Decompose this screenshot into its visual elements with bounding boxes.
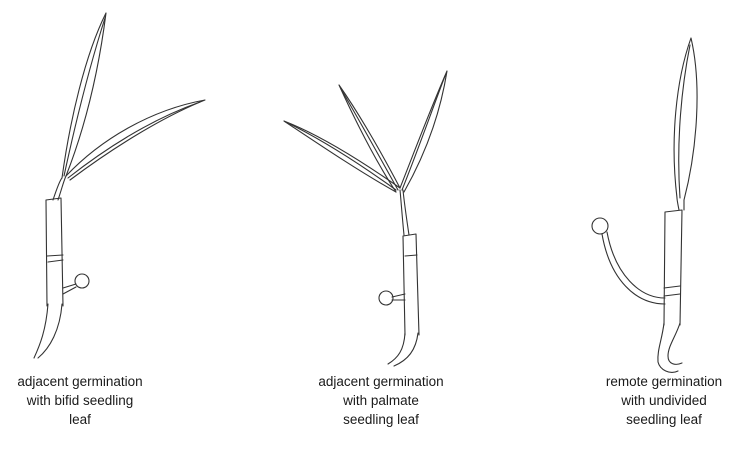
undivided-sheath bbox=[664, 210, 682, 325]
caption-bifid-line-3: leaf bbox=[0, 410, 160, 429]
undivided-petiole bbox=[677, 198, 684, 210]
bifid-petiole bbox=[58, 176, 66, 200]
caption-undivided-line-1: remote germination bbox=[578, 372, 750, 391]
caption-undivided-line-2: with undivided bbox=[578, 391, 750, 410]
palmate-sheath bbox=[403, 234, 419, 335]
seedling-palmate-drawing bbox=[284, 71, 447, 366]
bifid-sheath bbox=[46, 198, 63, 306]
palmate-root bbox=[388, 333, 405, 364]
caption-bifid-line-2: with bifid seedling bbox=[0, 391, 160, 410]
bifid-seed-circle bbox=[75, 274, 89, 288]
seedling-bifid-drawing bbox=[34, 13, 205, 358]
undivided-cotyledon-stalk bbox=[607, 232, 665, 298]
caption-palmate: adjacent germination with palmate seedli… bbox=[286, 372, 476, 429]
caption-palmate-line-1: adjacent germination bbox=[286, 372, 476, 391]
caption-bifid-line-1: adjacent germination bbox=[0, 372, 160, 391]
palmate-seed-circle bbox=[379, 291, 393, 305]
palmate-cotyledon-stalk bbox=[392, 294, 405, 300]
caption-undivided-line-3: seedling leaf bbox=[578, 410, 750, 429]
caption-palmate-line-2: with palmate bbox=[286, 391, 476, 410]
bifid-cotyledon-stalk bbox=[63, 284, 76, 294]
undivided-root bbox=[658, 323, 678, 372]
caption-bifid: adjacent germination with bifid seedling… bbox=[0, 372, 160, 429]
undivided-leaf bbox=[674, 38, 697, 200]
undivided-seed-circle bbox=[592, 218, 608, 234]
seedling-undivided-drawing bbox=[592, 38, 697, 372]
caption-palmate-line-3: seedling leaf bbox=[286, 410, 476, 429]
caption-undivided: remote germination with undivided seedli… bbox=[578, 372, 750, 429]
